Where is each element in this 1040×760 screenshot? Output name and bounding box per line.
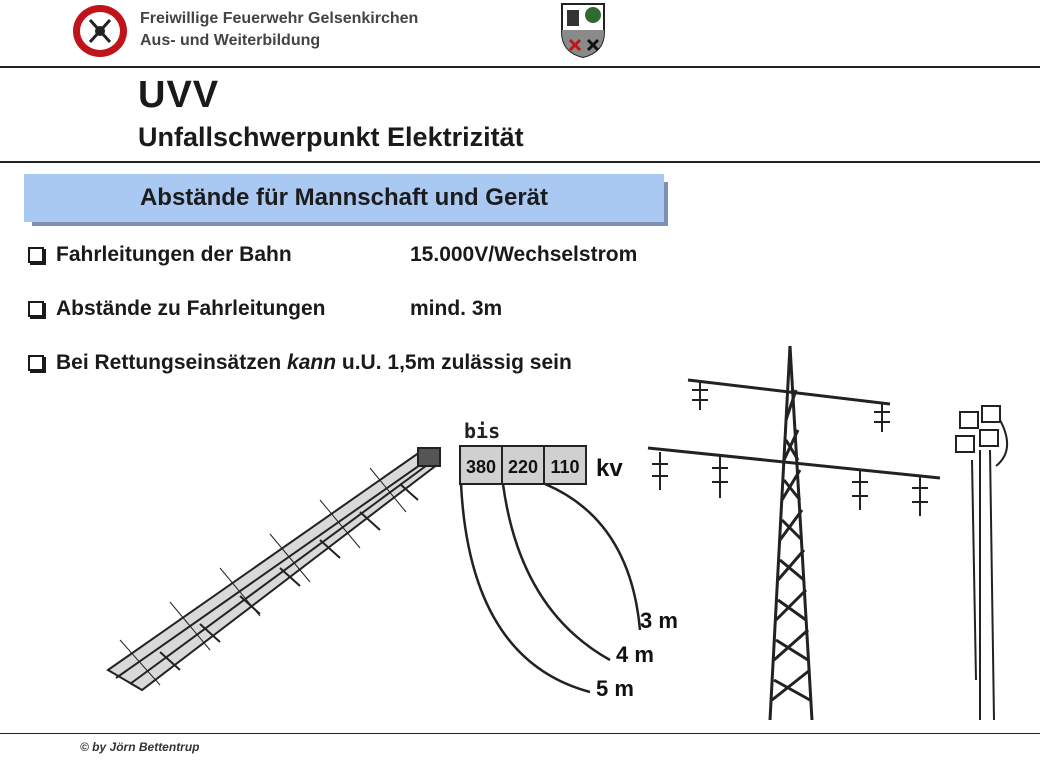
slide-title: UVV: [138, 74, 220, 116]
transmission-tower-illustration: [647, 345, 941, 721]
turntable-ladder-illustration: [106, 447, 441, 692]
voltage-110: 110: [550, 457, 579, 477]
header-rule-bottom: [0, 161, 1040, 163]
bis-label: bis: [464, 419, 500, 443]
slide-subtitle: Unfallschwerpunkt Elektrizität: [138, 122, 524, 152]
section-banner: Abstände für Mannschaft und Gerät: [24, 174, 664, 222]
org-line-2: Aus- und Weiterbildung: [140, 32, 321, 49]
unit-kv: kv: [596, 455, 623, 482]
bullet-item-2: Abstände zu Fahrleitungen mind. 3m: [28, 297, 502, 321]
voltage-table: [459, 445, 587, 485]
distance-3m: 3 m: [640, 608, 678, 633]
bullet-text-post: u.U. 1,5m zulässig sein: [336, 351, 572, 374]
voltage-380: 380: [466, 457, 496, 477]
bullet-text-pre: Bei Rettungseinsätzen: [56, 351, 288, 374]
checkbox-bullet-icon: [28, 355, 44, 371]
voltage-220: 220: [508, 457, 538, 477]
checkbox-bullet-icon: [28, 247, 44, 263]
footer-rule: [0, 733, 1040, 734]
bullet-label: Fahrleitungen der Bahn: [56, 243, 292, 266]
org-line-1: Freiwillige Feuerwehr Gelsenkirchen: [140, 10, 419, 27]
footer-credit: © by Jörn Bettentrup: [80, 740, 200, 754]
bullet-label: Abstände zu Fahrleitungen: [56, 297, 326, 320]
floodlight-mast-illustration: [955, 405, 1008, 721]
header-rule-top: [0, 66, 1040, 68]
safety-distance-illustration: bis 380 220 110 kv 3 m 4 m 5 m: [106, 345, 1008, 721]
fire-department-logo-icon: [73, 5, 127, 57]
bullet-value: mind. 3m: [410, 297, 503, 320]
checkbox-bullet-icon: [28, 301, 44, 317]
organization-name: Freiwillige Feuerwehr Gelsenkirchen Aus-…: [140, 8, 418, 52]
distance-5m: 5 m: [596, 676, 634, 701]
bullet-value: 15.000V/Wechselstrom: [410, 243, 638, 266]
bullet-text-emphasis: kann: [287, 351, 337, 374]
safety-distance-arcs: [459, 482, 642, 694]
city-coat-of-arms-icon: [561, 3, 605, 58]
distance-4m: 4 m: [616, 642, 654, 667]
bullet-item-1: Fahrleitungen der Bahn 15.000V/Wechselst…: [28, 243, 637, 267]
bullet-item-3: Bei Rettungseinsätzen kann u.U. 1,5m zul…: [28, 351, 572, 375]
